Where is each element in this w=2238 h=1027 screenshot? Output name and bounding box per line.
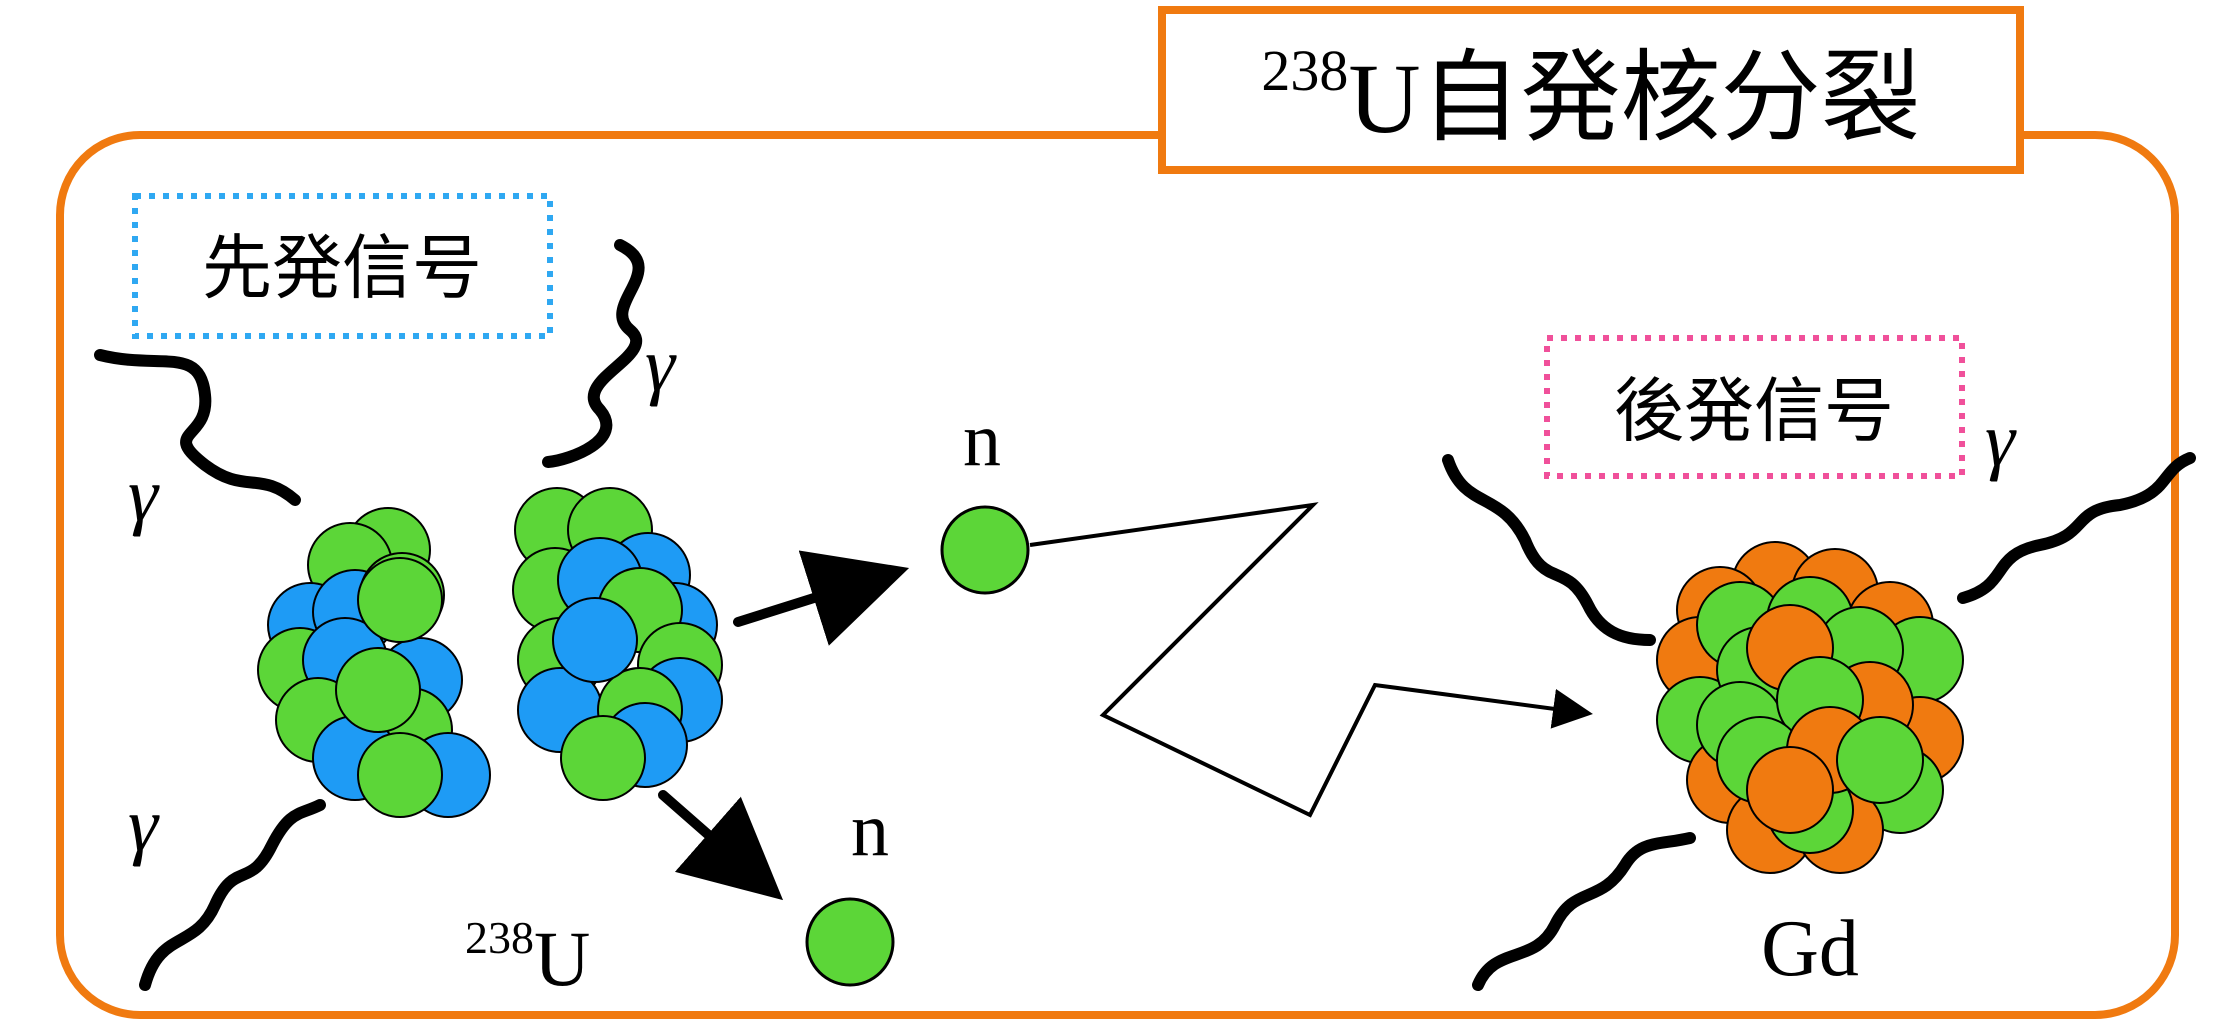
prompt-signal-label: 先発信号 xyxy=(202,227,482,309)
gamma-symbol-lower-left: γ xyxy=(128,783,160,867)
gd-nucleus xyxy=(1656,541,1964,874)
neutron-path xyxy=(1029,502,1593,818)
gamma-ray-gd-upper-right xyxy=(1957,452,2196,604)
neutron-upper xyxy=(940,505,1030,595)
neutron-label-lower: n xyxy=(851,788,889,872)
neutron-arrows xyxy=(658,550,910,901)
gamma-ray-upper-left xyxy=(94,349,301,506)
neutron-label-upper: n xyxy=(963,398,1001,482)
title-base: U xyxy=(1348,43,1420,154)
gamma-symbol-gd: γ xyxy=(1985,398,2017,482)
uranium-base: U xyxy=(534,915,590,1002)
uranium-label: 238U xyxy=(465,912,590,1002)
gamma-ray-lower-left xyxy=(139,799,326,991)
gamma-ray-top xyxy=(542,239,645,468)
gamma-symbol-top: γ xyxy=(645,323,677,407)
title-superscript: 238 xyxy=(1261,38,1348,103)
gamma-symbol-upper-left: γ xyxy=(128,453,160,537)
title-rest: 自発核分裂 xyxy=(1421,39,1921,156)
delayed-signal-label: 後発信号 xyxy=(1614,370,1894,452)
neutron-lower xyxy=(805,897,895,987)
gd-label: Gd xyxy=(1761,905,1859,993)
prompt-signal-box xyxy=(132,193,553,339)
gamma-ray-gd-upper-left xyxy=(1442,454,1656,646)
neutron-arrow-upper xyxy=(733,550,910,646)
title: 238U自発核分裂 xyxy=(1261,38,1920,156)
neutron-arrow-lower xyxy=(658,790,784,901)
title-box xyxy=(1158,6,2024,174)
fission-fragment-right xyxy=(512,487,723,801)
fission-fragment-left xyxy=(257,507,491,818)
gamma-rays xyxy=(94,239,2196,991)
gamma-ray-gd-lower-left xyxy=(1472,832,1696,991)
outer-frame xyxy=(56,131,2179,1019)
uranium-superscript: 238 xyxy=(465,912,534,963)
delayed-signal-box xyxy=(1544,335,1965,479)
